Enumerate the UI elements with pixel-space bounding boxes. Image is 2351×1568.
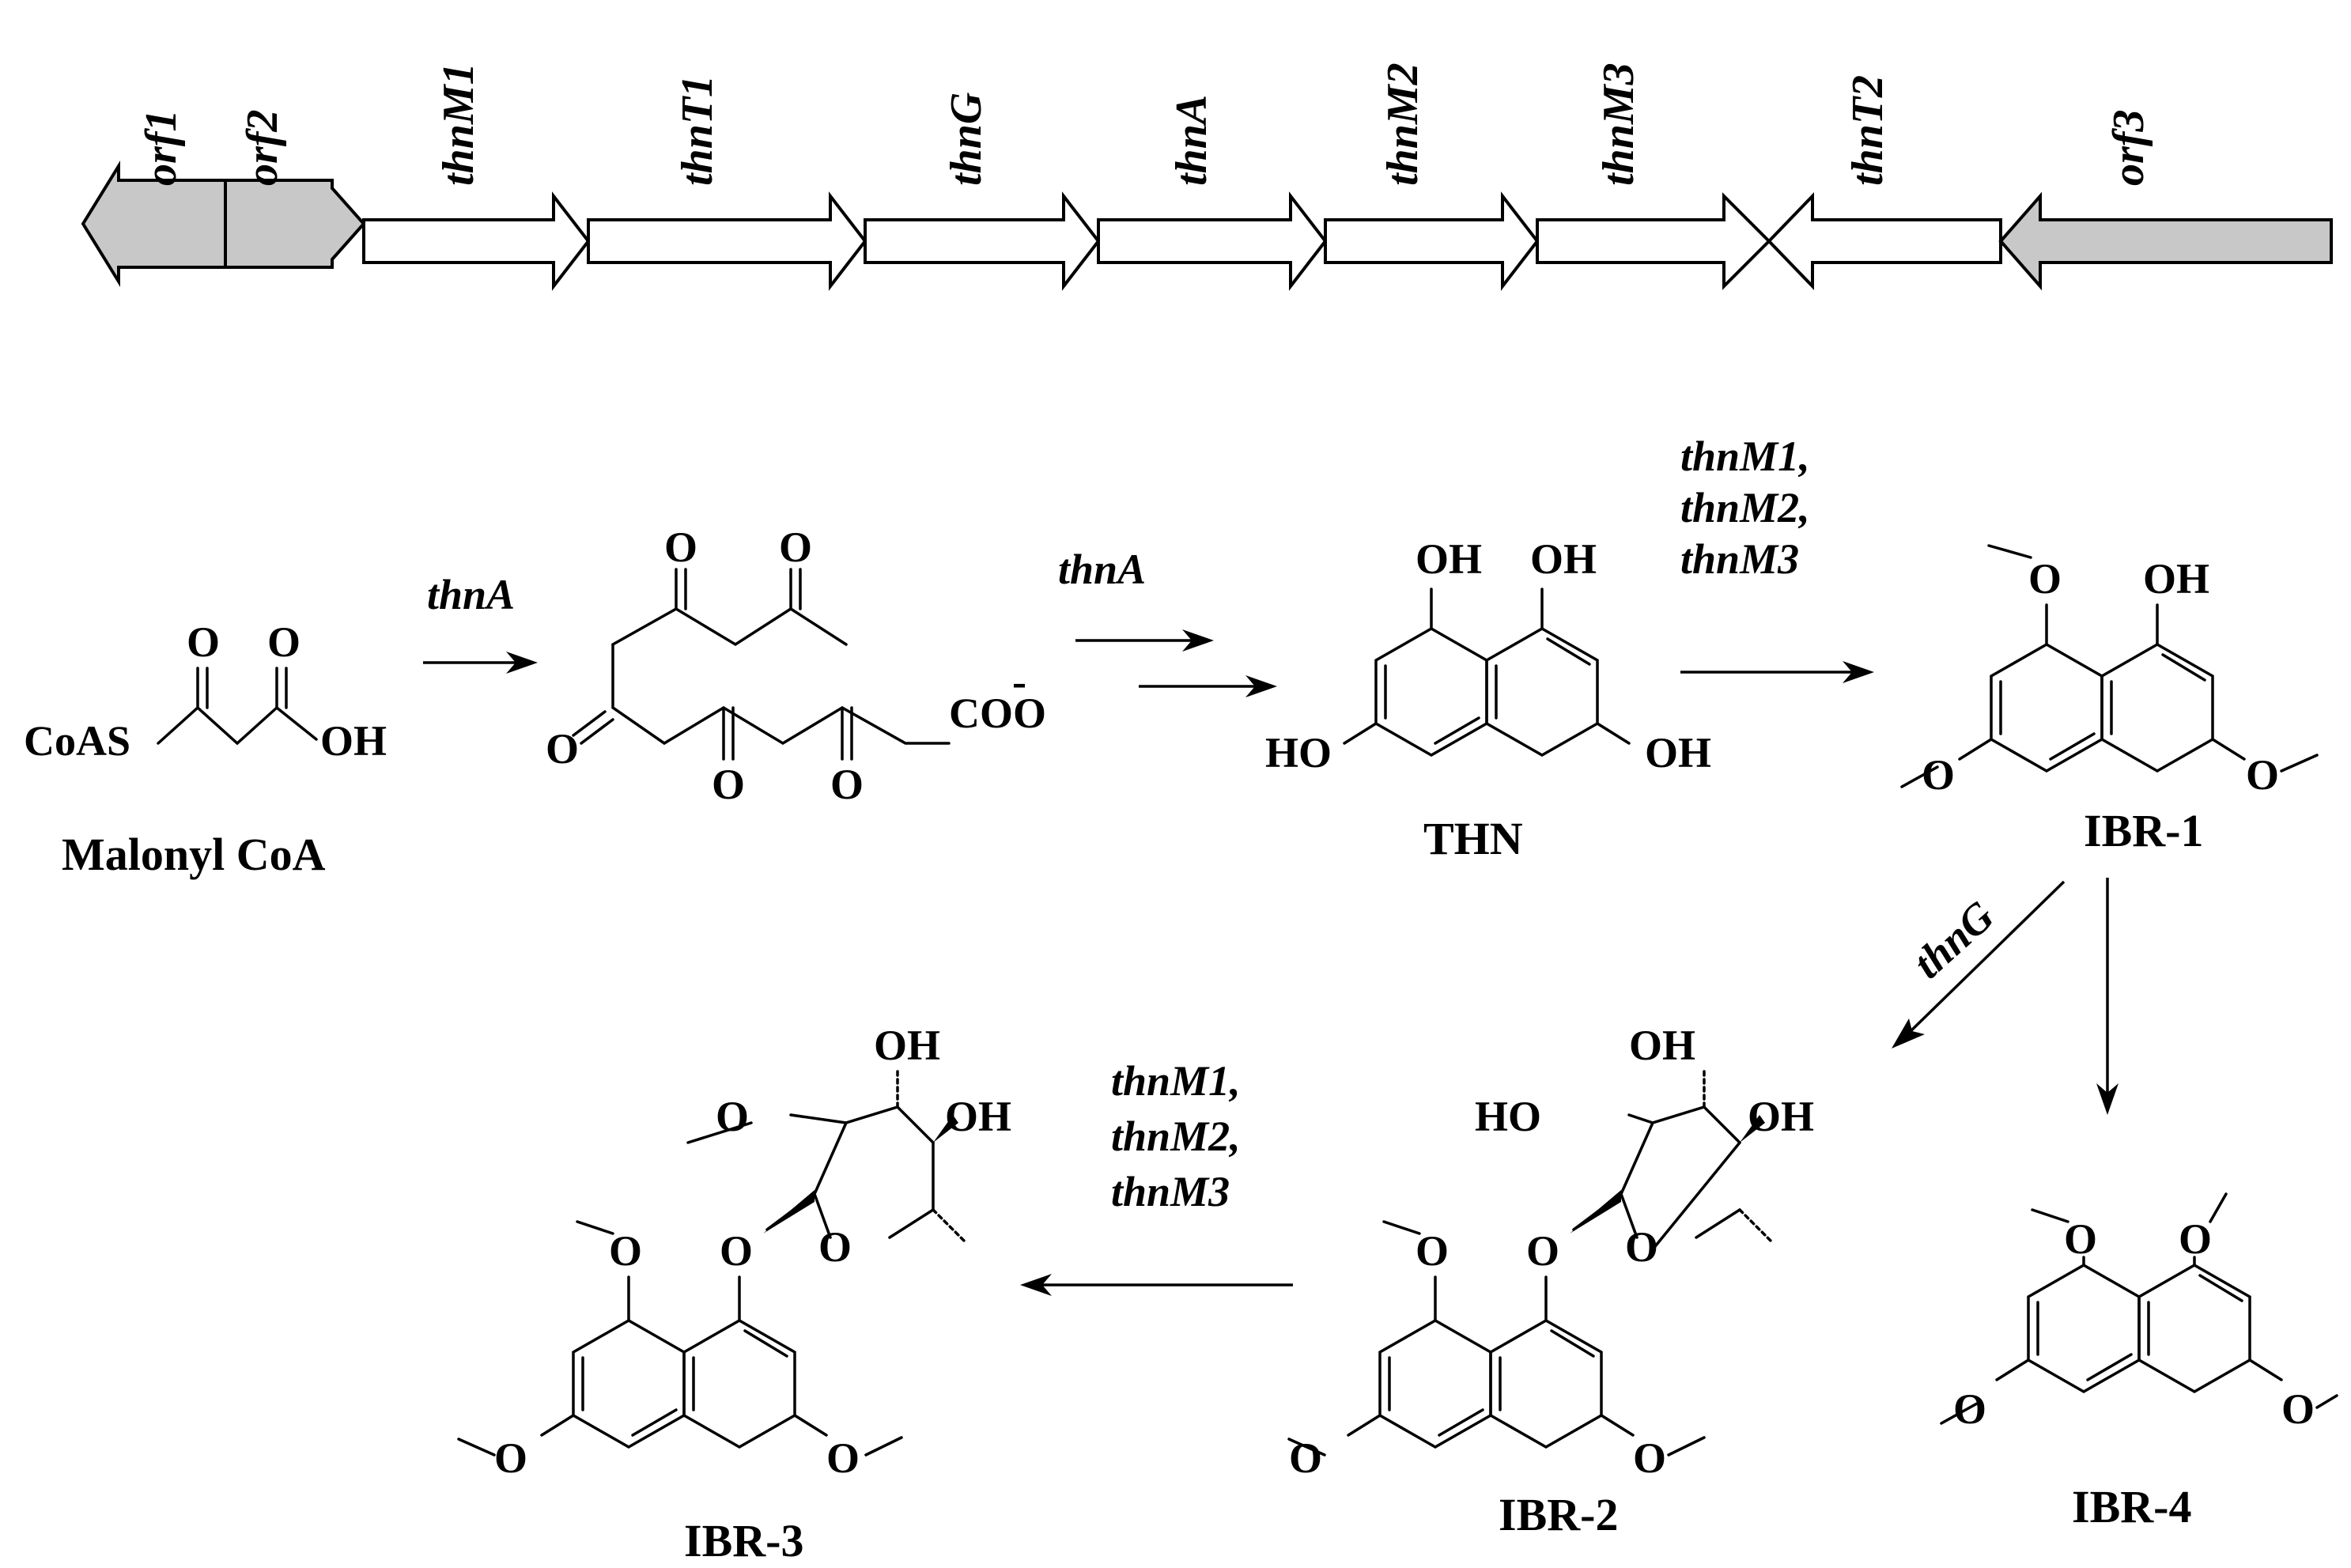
svg-text:O: O — [1526, 1227, 1559, 1275]
gene-label-thnT2: thnT2 — [1843, 75, 1892, 186]
gene-label-thnM2: thnM2 — [1378, 62, 1427, 186]
label-ibr3: IBR-3 — [684, 1515, 803, 1566]
enzyme-step1: thnA — [427, 571, 515, 618]
svg-text:O: O — [1953, 1385, 1986, 1433]
svg-text:O: O — [1289, 1434, 1322, 1482]
svg-text:CoAS: CoAS — [24, 717, 130, 765]
label-thn: THN — [1423, 813, 1523, 864]
gene-cluster: orf1 orf2 thnM1 thnT1 thnG thnA thnM2 th… — [81, 62, 2333, 291]
compound-polyketide: O O O O O COO - — [546, 523, 1046, 808]
gene-arrow-thnT2 — [1767, 192, 2002, 290]
gene-arrow-thnG — [864, 191, 1101, 291]
gene-label-thnA: thnA — [1167, 95, 1216, 186]
gene-label-thnM3: thnM3 — [1594, 62, 1643, 186]
compound-thn: OH OH HO OH THN — [1265, 535, 1711, 864]
svg-text:OH: OH — [1748, 1093, 1814, 1140]
svg-text:O: O — [1416, 1227, 1449, 1275]
compound-malonyl-coa: CoAS O O OH Malonyl CoA — [24, 618, 387, 880]
svg-text:OH: OH — [874, 1022, 940, 1069]
enzyme-step5-a: thnM1, — [1111, 1057, 1241, 1105]
svg-text:HO: HO — [1475, 1093, 1541, 1140]
svg-text:HO: HO — [1265, 729, 1332, 776]
svg-text:O: O — [2179, 1215, 2212, 1263]
svg-text:O: O — [1922, 751, 1955, 799]
compound-ibr1: O OH O O IBR-1 — [1900, 544, 2319, 856]
enzyme-step4: thnG — [1904, 892, 2003, 988]
gene-arrow-thnA — [1097, 191, 1328, 291]
svg-text:O: O — [187, 618, 220, 666]
svg-text:OH: OH — [1645, 729, 1711, 776]
svg-text:O: O — [779, 523, 812, 571]
svg-text:O: O — [609, 1227, 642, 1275]
svg-text:O: O — [2281, 1385, 2315, 1433]
svg-text:O: O — [1625, 1223, 1658, 1271]
svg-text:O: O — [1633, 1434, 1666, 1482]
compound-ibr3: O O O O O O OH OH IBR-3 — [457, 1022, 1011, 1566]
gene-arrow-orf3 — [1998, 191, 2333, 291]
svg-text:O: O — [830, 761, 864, 808]
svg-text:O: O — [267, 618, 300, 666]
svg-text:OH: OH — [1530, 535, 1597, 583]
compound-ibr2: O O O O O HO OH OH IBR-2 — [1287, 1022, 1814, 1540]
svg-text:OH: OH — [1629, 1022, 1695, 1069]
gene-label-thnG: thnG — [942, 93, 991, 186]
svg-text:O: O — [720, 1227, 753, 1275]
gene-arrow-orf2 — [224, 179, 366, 269]
gene-label-orf3: orf3 — [2104, 110, 2153, 186]
svg-text:OH: OH — [320, 717, 387, 765]
gene-arrow-orf1 — [81, 160, 227, 288]
svg-text:O: O — [2246, 751, 2279, 799]
svg-text:OH: OH — [2143, 555, 2209, 603]
enzyme-step3-b: thnM2, — [1680, 484, 1810, 531]
arrow-step4: thnG — [1892, 880, 2066, 1048]
svg-text:O: O — [2028, 555, 2062, 603]
enzyme-step3-a: thnM1, — [1680, 433, 1810, 480]
svg-text:O: O — [494, 1434, 527, 1482]
label-ibr2: IBR-2 — [1499, 1489, 1618, 1540]
compound-ibr4: O O O O IBR-4 — [1940, 1192, 2338, 1532]
gene-arrow-thnM2 — [1324, 191, 1540, 291]
svg-text:-: - — [1012, 658, 1026, 705]
svg-text:O: O — [712, 761, 745, 808]
svg-text:O: O — [546, 725, 579, 773]
svg-text:O: O — [826, 1434, 860, 1482]
gene-label-orf1: orf1 — [137, 110, 186, 186]
enzyme-step5-b: thnM2, — [1111, 1113, 1241, 1160]
arrow-step3: thnM1, thnM2, thnM3 — [1680, 433, 1874, 683]
svg-text:O: O — [664, 523, 697, 571]
svg-text:OH: OH — [945, 1093, 1011, 1140]
svg-text:OH: OH — [1416, 535, 1482, 583]
svg-text:O: O — [2064, 1215, 2097, 1263]
enzyme-step5-c: thnM3 — [1111, 1168, 1230, 1215]
label-malonyl-coa: Malonyl CoA — [62, 829, 326, 880]
arrow-step2: thnA — [1058, 546, 1277, 697]
arrow-step5: thnM1, thnM2, thnM3 — [1020, 1057, 1293, 1296]
label-ibr4: IBR-4 — [2072, 1481, 2191, 1532]
svg-text:COO: COO — [949, 690, 1046, 737]
enzyme-step3-c: thnM3 — [1680, 535, 1799, 583]
gene-arrow-thnT1 — [587, 191, 867, 291]
arrow-step1: thnA — [423, 571, 538, 674]
gene-arrow-thnM1 — [362, 191, 591, 291]
gene-label-thnT1: thnT1 — [673, 75, 722, 186]
gene-label-thnM1: thnM1 — [434, 62, 483, 186]
enzyme-step2: thnA — [1058, 546, 1146, 593]
gene-arrow-thnM3 — [1536, 192, 1771, 290]
arrow-step-ibr4 — [2096, 878, 2119, 1115]
gene-label-orf2: orf2 — [238, 110, 287, 186]
svg-text:O: O — [716, 1093, 749, 1140]
label-ibr1: IBR-1 — [2084, 805, 2203, 856]
svg-text:O: O — [818, 1223, 852, 1271]
